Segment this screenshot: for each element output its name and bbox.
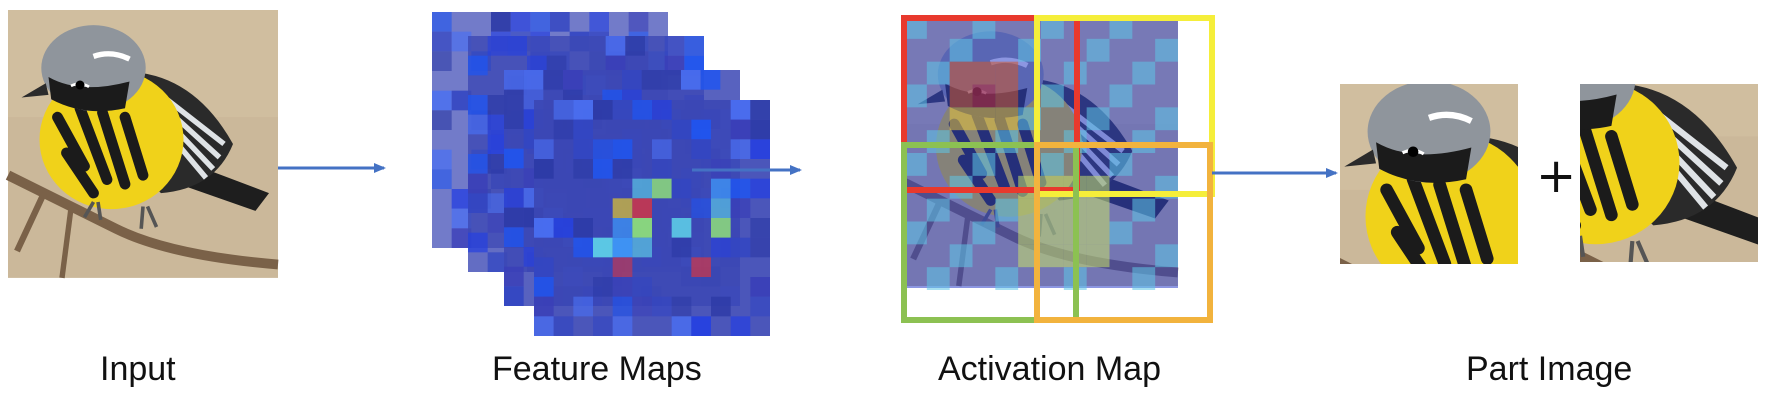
heatmap-cell bbox=[1041, 84, 1064, 108]
plus-sign: + bbox=[1536, 148, 1577, 204]
heatmap-cell bbox=[949, 244, 973, 268]
heatmap-cell bbox=[972, 107, 996, 131]
heatmap-cell bbox=[995, 130, 1019, 153]
heatmap-cell bbox=[1109, 84, 1133, 108]
heatmap-cell bbox=[1109, 153, 1133, 176]
heatmap-cell bbox=[1041, 198, 1064, 222]
heatmap-cell bbox=[972, 153, 996, 176]
heatmap-cell bbox=[1086, 38, 1110, 62]
heatmap-cell bbox=[1109, 16, 1133, 39]
heatmap-cell bbox=[1086, 244, 1110, 268]
heatmap-cell bbox=[926, 130, 950, 153]
heatmap-cell bbox=[972, 16, 996, 39]
heatmap-cell bbox=[904, 84, 927, 108]
heatmap-cell bbox=[995, 107, 1019, 131]
heatmap-cell bbox=[995, 84, 1019, 108]
label-activation-map: Activation Map bbox=[938, 350, 1161, 388]
heatmap-cell bbox=[972, 221, 996, 245]
heatmap-cell bbox=[904, 221, 927, 245]
heatmap-cell bbox=[1086, 107, 1110, 131]
heatmap-cell bbox=[1041, 221, 1064, 245]
feature-map-layer bbox=[534, 100, 770, 336]
label-feature-maps: Feature Maps bbox=[492, 350, 702, 388]
part-box-1 bbox=[901, 15, 1080, 193]
heatmap-cell bbox=[1132, 198, 1156, 222]
heatmap-cell bbox=[1132, 130, 1156, 153]
heatmap-cell bbox=[1086, 221, 1110, 245]
heatmap-cell bbox=[1041, 16, 1064, 39]
part-box-4 bbox=[1034, 142, 1213, 323]
heatmap-cell bbox=[995, 267, 1019, 290]
heatmap-cell bbox=[995, 198, 1019, 222]
heatmap-cell bbox=[949, 61, 973, 85]
heatmap-cell bbox=[972, 61, 996, 85]
heatmap-cell bbox=[1132, 267, 1156, 290]
heatmap-cell bbox=[904, 16, 927, 39]
feature-map-stack bbox=[432, 12, 770, 336]
activation-map bbox=[901, 15, 1215, 323]
label-input: Input bbox=[100, 350, 176, 388]
label-part-image: Part Image bbox=[1466, 350, 1633, 388]
heatmap-cell bbox=[1086, 198, 1110, 222]
heatmap-cell bbox=[1041, 244, 1064, 268]
part-crop-wing bbox=[1475, 11, 1772, 325]
heatmap-cell bbox=[926, 198, 950, 222]
heatmap-cell bbox=[1155, 38, 1178, 62]
heatmap-cell bbox=[949, 84, 973, 108]
heatmap-cell bbox=[1109, 221, 1133, 245]
heatmap-cell bbox=[904, 153, 927, 176]
heatmap-cell bbox=[926, 267, 950, 290]
part-box-3 bbox=[901, 142, 1079, 323]
heatmap-cell bbox=[949, 38, 973, 62]
heatmap-cell bbox=[1155, 244, 1178, 268]
heatmap-cell bbox=[995, 61, 1019, 85]
part-box-2 bbox=[1034, 15, 1215, 197]
heatmap-cell bbox=[1041, 153, 1064, 176]
heatmap-cell bbox=[949, 107, 973, 131]
heatmap-cell bbox=[1155, 107, 1178, 131]
heatmap-cell bbox=[972, 84, 996, 108]
heatmap-cell bbox=[926, 61, 950, 85]
input-bird-image bbox=[8, 10, 278, 278]
heatmap-cell bbox=[1132, 61, 1156, 85]
